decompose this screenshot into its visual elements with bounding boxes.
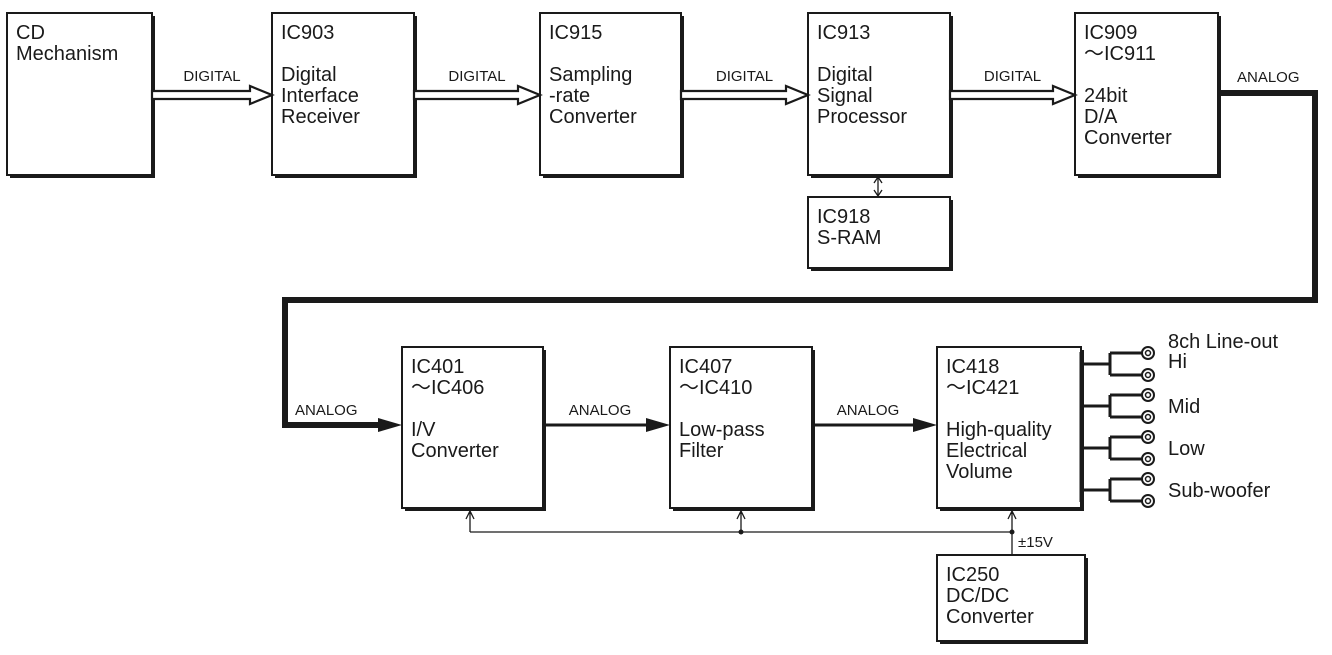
ic915-label-line: Converter: [549, 106, 637, 128]
ic418-label-line: Electrical: [946, 440, 1027, 462]
ic909-label-line: D/A: [1084, 106, 1118, 128]
channel-label: Hi: [1168, 351, 1187, 373]
channel-label: Mid: [1168, 396, 1200, 418]
digital-label: DIGITAL: [448, 68, 505, 85]
ic909-label-line: ～IC911: [1084, 43, 1156, 65]
ic913-label-line: IC913: [817, 22, 870, 44]
ic903-label-line: Interface: [281, 85, 359, 107]
ic918-label-line: IC918: [817, 206, 870, 228]
digital-label: DIGITAL: [984, 68, 1041, 85]
analog-label: ANALOG: [837, 402, 900, 419]
ic418-label-line: High-quality: [946, 419, 1052, 441]
ic401-label-line: IC401: [411, 356, 464, 378]
output-hi: Hi: [1081, 346, 1187, 382]
ic909-label-line: IC909: [1084, 22, 1137, 44]
jack-icon: [1141, 452, 1155, 466]
jack-icon: [1141, 494, 1155, 508]
ic407-label-line: IC407: [679, 356, 732, 378]
cd-label-line: CD: [16, 22, 45, 44]
jack-icon: [1141, 410, 1155, 424]
analog-label: ANALOG: [569, 402, 632, 419]
power-bus: ±15V: [465, 509, 1053, 555]
ic250-label-line: DC/DC: [946, 585, 1009, 607]
ic401-label-line: I/V: [411, 419, 436, 441]
jack-icon: [1141, 430, 1155, 444]
ic401-label-line: Converter: [411, 440, 499, 462]
digital-arrow: DIGITAL: [150, 68, 275, 106]
power-label: ±15V: [1018, 534, 1053, 551]
ic903-label-line: Digital: [281, 64, 337, 86]
output-low: Low: [1081, 430, 1205, 466]
ic909-label-line: 24bit: [1084, 85, 1128, 107]
ic401-label-line: ～IC406: [411, 377, 484, 399]
arrow-head: [378, 418, 402, 432]
ic418-label-line: ～IC421: [946, 377, 1019, 399]
ic913-label-line: Signal: [817, 85, 873, 107]
digital-label: DIGITAL: [716, 68, 773, 85]
ic418-label-line: Volume: [946, 461, 1013, 483]
analog-arrow: ANALOG: [815, 402, 937, 432]
ic915-label-line: IC915: [549, 22, 602, 44]
ic407-label-line: ～IC410: [679, 377, 752, 399]
ic418-label-line: IC418: [946, 356, 999, 378]
jack-icon: [1141, 472, 1155, 486]
analog-label: ANALOG: [1237, 69, 1300, 86]
ic250-label-line: IC250: [946, 564, 999, 586]
channel-label: Low: [1168, 438, 1205, 460]
analog-line: [282, 90, 1318, 428]
ic909-label-line: Converter: [1084, 127, 1172, 149]
digital-arrow: DIGITAL: [948, 68, 1078, 106]
digital-arrow: DIGITAL: [679, 68, 811, 106]
jack-icon: [1141, 346, 1155, 360]
ic915-label-line: Sampling: [549, 64, 632, 86]
ic407-label-line: Filter: [679, 440, 724, 462]
cd-label-line: Mechanism: [16, 43, 118, 65]
ic913-label-line: Processor: [817, 106, 907, 128]
analog-arrow: ANALOG: [546, 402, 670, 432]
ic918-label-line: S-RAM: [817, 227, 881, 249]
ic903-label-line: IC903: [281, 22, 334, 44]
ic903-label-line: Receiver: [281, 106, 360, 128]
ic407-label-line: Low-pass: [679, 419, 765, 441]
output-sub-woofer: Sub-woofer: [1081, 472, 1271, 508]
ic913-label-line: Digital: [817, 64, 873, 86]
jack-icon: [1141, 388, 1155, 402]
digital-label: DIGITAL: [183, 68, 240, 85]
output-mid: Mid: [1081, 388, 1200, 424]
line-out-title: 8ch Line-out: [1168, 331, 1279, 353]
digital-arrow: DIGITAL: [412, 68, 543, 106]
jack-icon: [1141, 368, 1155, 382]
ic915-label-line: -rate: [549, 85, 590, 107]
analog-label: ANALOG: [295, 402, 358, 419]
channel-label: Sub-woofer: [1168, 480, 1271, 502]
ic250-label-line: Converter: [946, 606, 1034, 628]
